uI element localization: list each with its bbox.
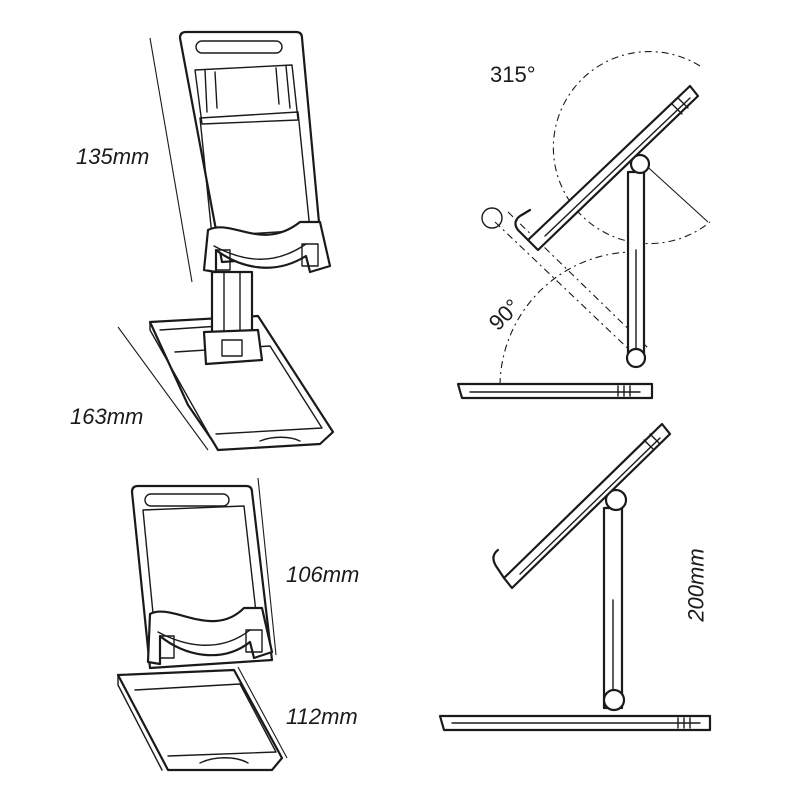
side-view-angles bbox=[456, 51, 711, 400]
depth-dimension-line-folded bbox=[237, 666, 288, 759]
depth-dimension-line bbox=[117, 326, 209, 451]
tilt-angle-label: 315° bbox=[490, 62, 536, 87]
height-dimension-line-folded bbox=[257, 477, 277, 656]
height-label-lower: 106mm bbox=[286, 562, 360, 587]
holder-panel bbox=[178, 30, 332, 274]
side-holder-plate-2 bbox=[502, 422, 672, 590]
stand-folded-view bbox=[116, 477, 288, 772]
lower-hinge-2 bbox=[602, 688, 626, 712]
upper-hinge bbox=[629, 153, 651, 175]
side-base bbox=[456, 382, 654, 400]
base-plate-folded bbox=[116, 668, 284, 772]
side-view-height bbox=[438, 422, 712, 732]
height-dimension-line bbox=[149, 37, 193, 283]
depth-label-lower: 112mm bbox=[286, 704, 358, 729]
height-label-upper: 135mm bbox=[76, 144, 150, 169]
upper-hinge-2 bbox=[604, 488, 628, 512]
tilt-angle-arc bbox=[552, 51, 711, 245]
lower-hinge bbox=[625, 347, 647, 369]
side-holder-plate bbox=[526, 84, 700, 252]
holder-panel-folded bbox=[130, 484, 274, 670]
side-base-2 bbox=[438, 714, 712, 732]
total-height-label: 200mm bbox=[683, 548, 709, 622]
depth-label-upper: 163mm bbox=[70, 404, 144, 429]
stand-extended-view bbox=[117, 30, 335, 452]
rotation-angle-arc bbox=[499, 251, 641, 386]
telescopic-arm bbox=[202, 270, 264, 366]
